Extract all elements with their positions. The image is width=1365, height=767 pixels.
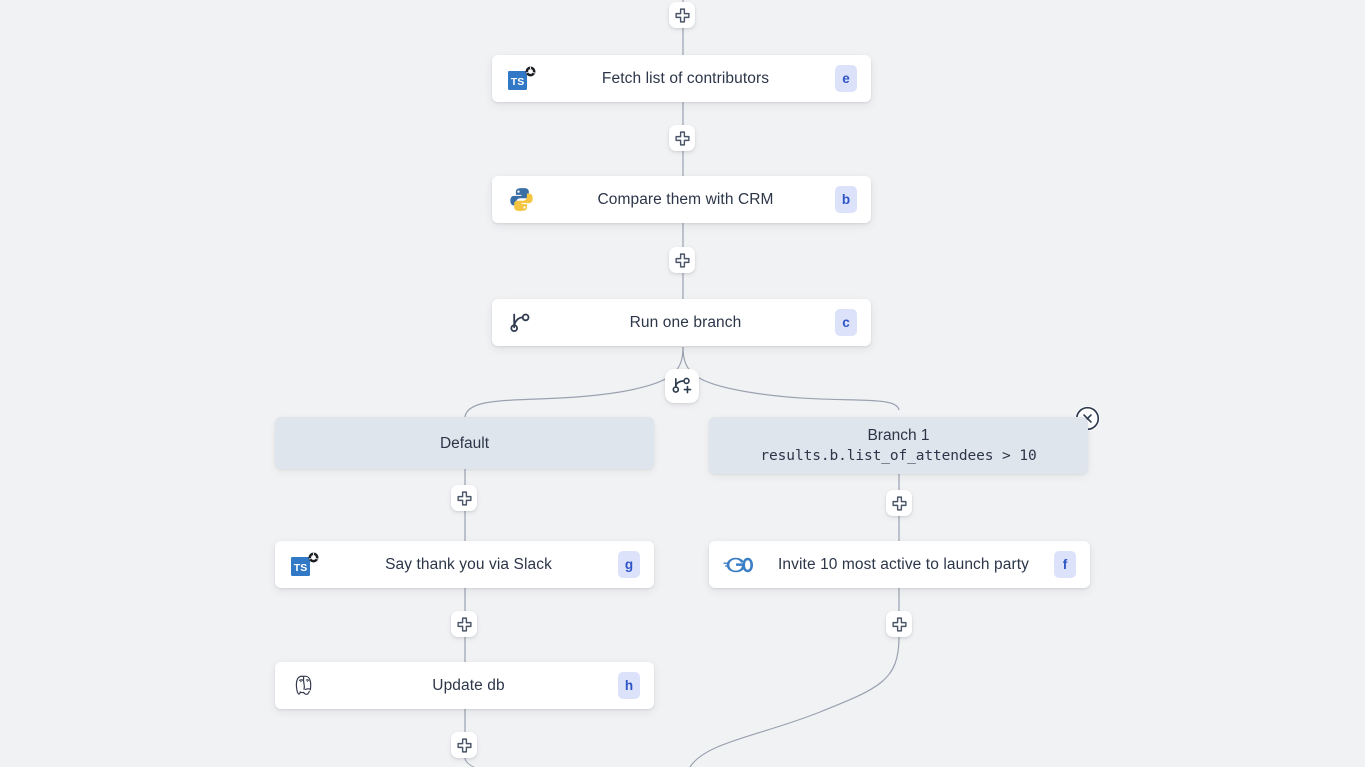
node-badge: b bbox=[835, 186, 857, 213]
node-badge: g bbox=[618, 551, 640, 578]
add-step-button-after-fetch[interactable] bbox=[669, 125, 695, 151]
typescript-node-icon: TS bbox=[289, 550, 319, 580]
node-title: Fetch list of contributors bbox=[601, 69, 770, 87]
node-title: Compare them with CRM bbox=[597, 190, 774, 208]
branch-add-icon bbox=[672, 377, 691, 393]
plus-icon bbox=[891, 616, 907, 632]
golang-icon bbox=[723, 550, 753, 580]
node-compare-them-with-crm[interactable]: Compare them with CRM b bbox=[492, 176, 871, 223]
branch-chip-default[interactable]: Default bbox=[275, 417, 654, 469]
svg-text:TS: TS bbox=[294, 562, 307, 574]
plus-icon bbox=[674, 252, 690, 268]
typescript-node-icon: TS bbox=[506, 64, 536, 94]
plus-icon bbox=[456, 737, 472, 753]
branch-chip-branch-1[interactable]: Branch 1 results.b.list_of_attendees > 1… bbox=[709, 417, 1088, 474]
add-branch-button[interactable] bbox=[665, 369, 699, 403]
node-badge: h bbox=[618, 672, 640, 699]
git-branch-icon bbox=[506, 308, 536, 338]
node-invite-10-most-active-to-launch-party[interactable]: Invite 10 most active to launch party f bbox=[709, 541, 1090, 588]
node-update-db[interactable]: Update db h bbox=[275, 662, 654, 709]
plus-icon bbox=[891, 495, 907, 511]
node-badge: e bbox=[835, 65, 857, 92]
svg-text:TS: TS bbox=[511, 76, 524, 88]
postgresql-icon bbox=[289, 671, 319, 701]
branch-condition-expression: results.b.list_of_attendees > 10 bbox=[760, 447, 1037, 464]
node-badge: c bbox=[835, 309, 857, 336]
node-title: Update db bbox=[432, 676, 505, 694]
node-say-thank-you-via-slack[interactable]: TS Say thank you via Slack g bbox=[275, 541, 654, 588]
add-step-button-after-slack[interactable] bbox=[451, 611, 477, 637]
add-step-button-after-compare[interactable] bbox=[669, 247, 695, 273]
node-badge: f bbox=[1054, 551, 1076, 578]
add-step-button-top[interactable] bbox=[669, 2, 695, 28]
plus-icon bbox=[674, 7, 690, 23]
python-icon bbox=[506, 185, 536, 215]
node-title: Say thank you via Slack bbox=[385, 555, 552, 573]
add-step-button-after-update-db[interactable] bbox=[451, 732, 477, 758]
node-run-one-branch[interactable]: Run one branch c bbox=[492, 299, 871, 346]
add-step-button-after-invite[interactable] bbox=[886, 611, 912, 637]
node-title: Invite 10 most active to launch party bbox=[778, 555, 1029, 573]
add-step-button-branch1-top[interactable] bbox=[886, 490, 912, 516]
add-step-button-default-top[interactable] bbox=[451, 485, 477, 511]
node-fetch-list-of-contributors[interactable]: TS Fetch list of contributors e bbox=[492, 55, 871, 102]
branch-name: Branch 1 bbox=[867, 426, 930, 444]
plus-icon bbox=[674, 130, 690, 146]
node-title: Run one branch bbox=[629, 313, 742, 331]
plus-icon bbox=[456, 616, 472, 632]
plus-icon bbox=[456, 490, 472, 506]
branch-name: Default bbox=[439, 434, 490, 452]
